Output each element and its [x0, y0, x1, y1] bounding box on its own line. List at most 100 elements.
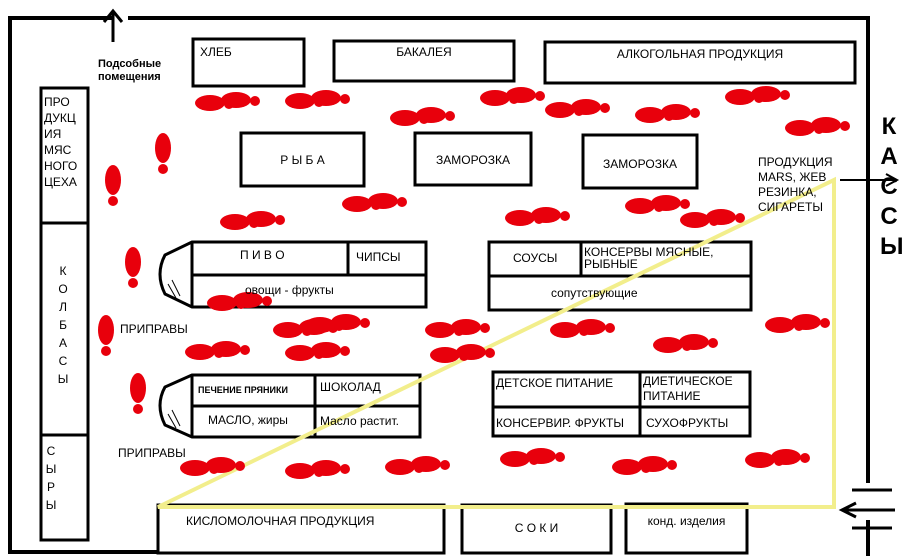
- footprint-heel: [133, 404, 143, 414]
- canned-meat-label: КОНСЕРВЫ МЯСНЫЕ, РЫБНЫЕ: [584, 246, 714, 271]
- footprint: [311, 460, 341, 476]
- spices-label-1: ПРИПРАВЫ: [120, 322, 188, 336]
- footprint-heel: [235, 461, 245, 471]
- grocery-section: [332, 39, 516, 83]
- footprint: [390, 110, 420, 126]
- footprint: [130, 373, 146, 403]
- footprint: [550, 322, 580, 338]
- footprint: [706, 209, 736, 225]
- confectionery-section: [624, 502, 749, 555]
- footprint-heel: [600, 103, 610, 113]
- meat-shop-label: ПРО ДУКЦ ИЯ МЯС НОГО ЦЕХА: [44, 95, 78, 189]
- footprint: [612, 459, 642, 475]
- footprint-heel: [340, 94, 350, 104]
- frozen-label-2: ЗАМОРОЗКА: [603, 157, 677, 171]
- sausages-label: К О Л Б А С Ы: [57, 264, 69, 386]
- footprint-heel: [780, 90, 790, 100]
- footprint-heel: [250, 96, 260, 106]
- footprint: [651, 195, 681, 211]
- footprint: [785, 120, 815, 136]
- checkout-goods-label: ПРОДУКЦИЯ MARS, ЖЕВ РЕЗИНКА, СИГАРЕТЫ: [758, 155, 833, 214]
- baby-food-label: ДЕТСКОЕ ПИТАНИЕ: [496, 376, 614, 390]
- footprint: [180, 460, 210, 476]
- footprint: [506, 87, 536, 103]
- footprint: [425, 322, 455, 338]
- bread-section: [191, 37, 306, 88]
- grocery-label: БАКАЛЕЯ: [396, 45, 452, 59]
- outer-walls: [8, 16, 870, 556]
- footprint: [545, 102, 575, 118]
- footprint: [430, 347, 460, 363]
- footprint: [285, 463, 315, 479]
- exit-arrow-icon: [102, 8, 124, 42]
- footprint-heel: [680, 199, 690, 209]
- footprint: [505, 210, 535, 226]
- dried-fruit-label: СУХОФРУКТЫ: [646, 416, 729, 430]
- footprint: [680, 212, 710, 228]
- footprint: [195, 95, 225, 111]
- footprint: [751, 86, 781, 102]
- footprint: [305, 317, 335, 333]
- beer-label: П И В О: [240, 248, 285, 262]
- footprint: [635, 107, 665, 123]
- checkout-arrow-icon: [840, 173, 900, 187]
- footprint: [791, 314, 821, 330]
- vegetables-label: овощи - фрукты: [245, 283, 334, 297]
- footprint: [311, 342, 341, 358]
- fish-section: [239, 131, 366, 188]
- footprint-heel: [690, 108, 700, 118]
- footprint: [311, 90, 341, 106]
- footprint: [456, 344, 486, 360]
- footprint: [653, 337, 683, 353]
- footprint: [771, 449, 801, 465]
- juices-label: С О К И: [514, 521, 559, 535]
- related-goods-label: сопутствующие: [551, 286, 638, 300]
- alcohol-section: [543, 40, 857, 85]
- canned-fruit-label: КОНСЕРВИР. ФРУКТЫ: [496, 416, 624, 430]
- customer-route: [157, 176, 836, 509]
- footprint-heel: [605, 323, 615, 333]
- footprint-heel: [275, 215, 285, 225]
- footprint: [526, 448, 556, 464]
- footprint: [745, 452, 775, 468]
- footprint: [500, 451, 530, 467]
- island-sauces-canned: [487, 240, 753, 312]
- meat-shop-section: [39, 86, 90, 225]
- footprint-heel: [445, 111, 455, 121]
- footprint-heel: [101, 346, 111, 356]
- sauces-label: СОУСЫ: [513, 251, 558, 265]
- dairy-section: [156, 503, 446, 555]
- footprint-heel: [397, 197, 407, 207]
- footprint-heel: [800, 453, 810, 463]
- footprint-heel: [240, 345, 250, 355]
- butter-label: МАСЛО, жиры: [208, 413, 288, 427]
- footprint: [206, 457, 236, 473]
- footprint: [105, 165, 121, 195]
- footprint: [725, 89, 755, 105]
- dairy-label: КИСЛОМОЛОЧНАЯ ПРОДУКЦИЯ: [186, 514, 375, 528]
- frozen-section-2: [581, 133, 699, 190]
- footprint: [661, 104, 691, 120]
- footprint-heel: [262, 296, 272, 306]
- footprint: [211, 341, 241, 357]
- footprint-heel: [735, 213, 745, 223]
- footprint: [220, 214, 250, 230]
- juices-section: [460, 503, 613, 555]
- footprint-heel: [340, 346, 350, 356]
- footprint-heel: [667, 460, 677, 470]
- footprint: [285, 93, 315, 109]
- chocolate-label: ШОКОЛАД: [320, 380, 381, 394]
- footprint: [207, 295, 237, 311]
- cheese-section: [39, 433, 90, 542]
- confectionery-label: конд. изделия: [647, 514, 726, 528]
- footprint: [625, 198, 655, 214]
- footprint: [246, 211, 276, 227]
- utility-rooms-label: Подсобные помещения: [98, 58, 162, 83]
- island-beer-vegetables: [158, 240, 428, 309]
- footprint-heel: [485, 348, 495, 358]
- footprint: [331, 314, 361, 330]
- entrance-arrow-icon: [838, 488, 895, 530]
- footprint-heel: [555, 452, 565, 462]
- vegetable-oil-label: Масло растит.: [320, 414, 399, 428]
- footprint: [342, 196, 372, 212]
